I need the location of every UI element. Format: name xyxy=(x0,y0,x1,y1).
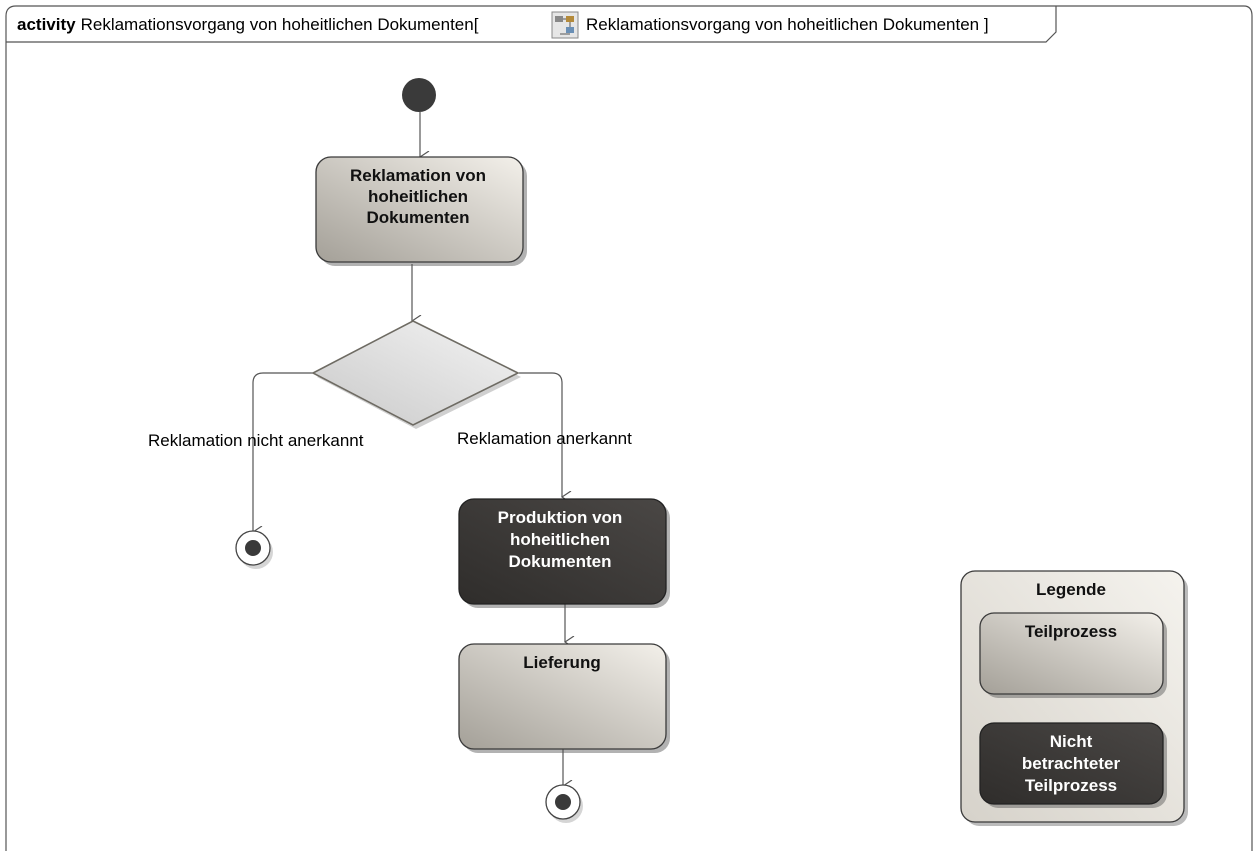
edge-decision-right xyxy=(519,372,562,497)
frame-border xyxy=(5,5,1253,851)
initial-node xyxy=(402,78,436,112)
legend-item-label: betrachteter xyxy=(1022,754,1121,773)
activity-final-node xyxy=(545,784,583,823)
legend-item-nicht-betrachtet: Nicht betrachteter Teilprozess xyxy=(979,722,1167,808)
legend: Legende Teilprozess Nicht betrachteter T… xyxy=(960,570,1188,826)
activity-diagram-icon xyxy=(551,11,579,39)
decision-node xyxy=(311,320,521,429)
legend-title: Legende xyxy=(1036,580,1106,599)
action-lieferung: Lieferung xyxy=(458,643,670,753)
action-label-line: Reklamation von xyxy=(350,166,486,185)
frame-keyword: activity xyxy=(17,15,76,34)
diagram-name: Reklamationsvorgang von hoheitlichen Dok… xyxy=(586,15,989,34)
activity-final-node xyxy=(235,530,273,569)
frame-title: Reklamationsvorgang von hoheitlichen Dok… xyxy=(81,15,479,34)
frame-header: activity Reklamationsvorgang von hoheitli… xyxy=(17,15,479,34)
guard-right-label: Reklamation anerkannt xyxy=(457,429,632,448)
legend-item-teilprozess: Teilprozess xyxy=(979,612,1167,698)
action-label-line: hoheitlichen xyxy=(368,187,468,206)
legend-item-label: Nicht xyxy=(1050,732,1093,751)
action-reklamation: Reklamation von hoheitlichen Dokumenten xyxy=(315,156,527,266)
frame-title-tab xyxy=(6,6,1057,43)
action-label-line: Lieferung xyxy=(523,653,600,672)
edge-decision-left xyxy=(253,372,313,532)
legend-item-label: Teilprozess xyxy=(1025,622,1117,641)
action-label-line: hoheitlichen xyxy=(510,530,610,549)
action-label-line: Dokumenten xyxy=(509,552,612,571)
action-produktion: Produktion von hoheitlichen Dokumenten xyxy=(458,498,670,608)
action-label-line: Produktion von xyxy=(498,508,623,527)
guard-left-label: Reklamation nicht anerkannt xyxy=(148,431,364,450)
legend-item-label: Teilprozess xyxy=(1025,776,1117,795)
action-label-line: Dokumenten xyxy=(367,208,470,227)
